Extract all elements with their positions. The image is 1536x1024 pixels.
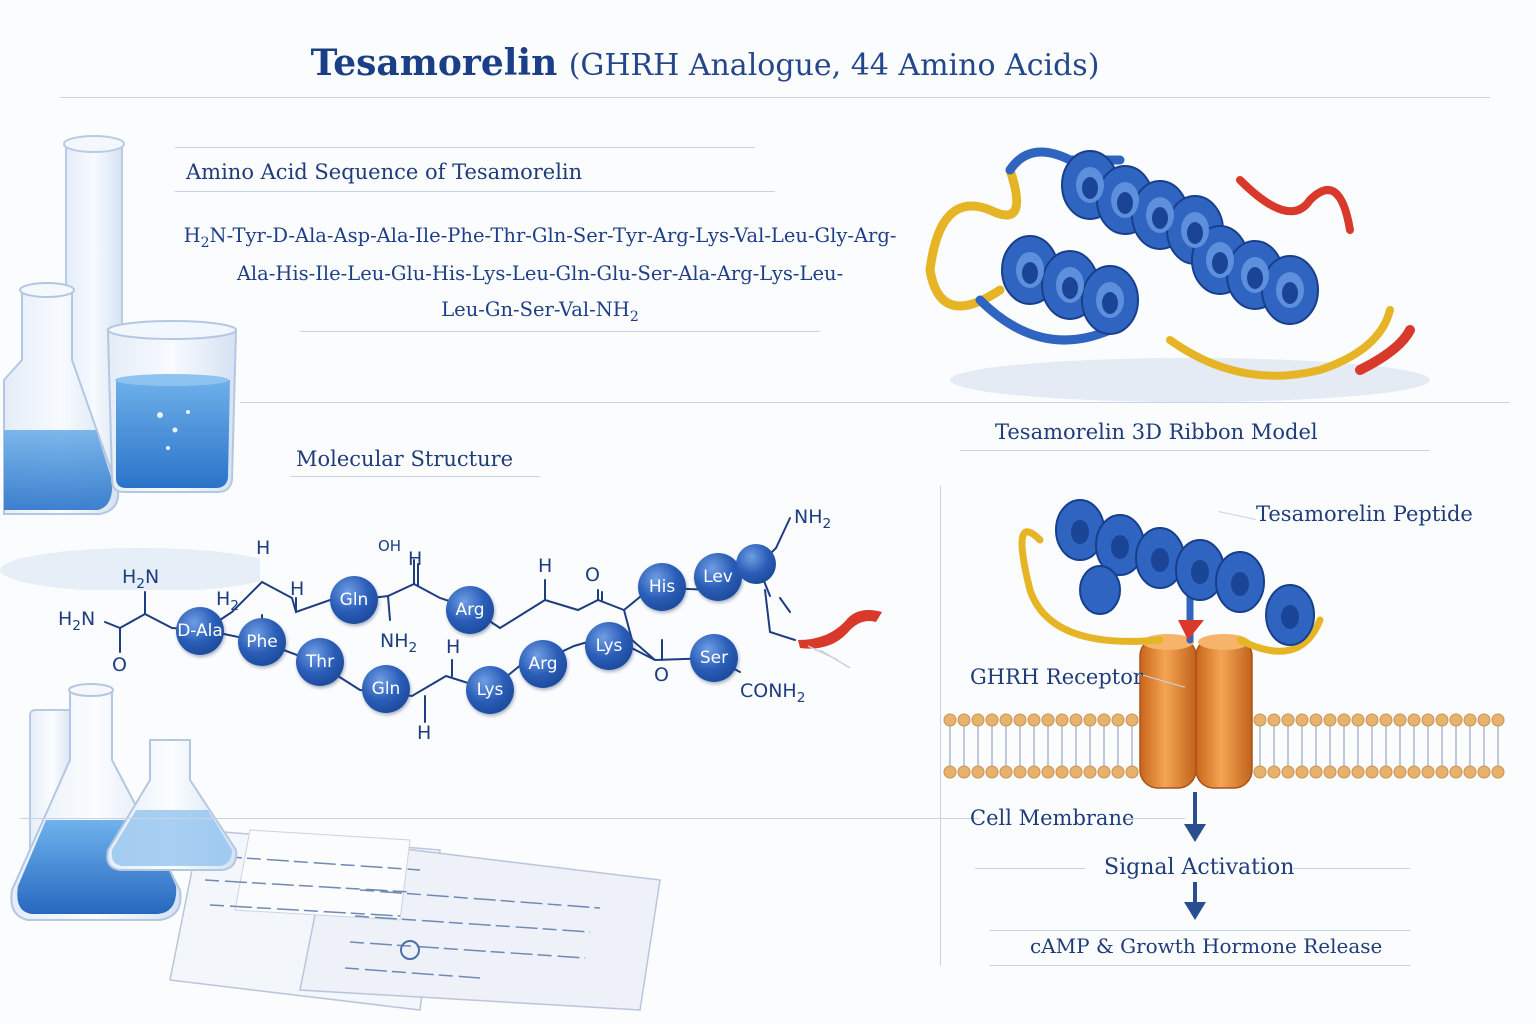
residue-node: Phe	[238, 618, 286, 666]
residue-node: Lys	[585, 622, 633, 670]
peptide-label: Tesamorelin Peptide	[1256, 502, 1473, 526]
atom-nh2-top: NH2	[794, 506, 832, 532]
sequence-line-3-text: Leu-Gn-Ser-Val-	[441, 298, 596, 321]
flasks-and-notes-illustration	[0, 680, 680, 1020]
arrow-down-icon	[1180, 790, 1210, 846]
molecular-heading: Molecular Structure	[296, 447, 514, 471]
title-divider	[60, 97, 1490, 98]
sequence-h2n-prefix: H	[183, 224, 201, 247]
signal-label: Signal Activation	[1104, 855, 1295, 880]
atom-h-c: H	[408, 548, 423, 570]
residue-node: Gln	[330, 576, 378, 624]
sequence-h2n-sub: 2	[200, 234, 210, 251]
sequence-bottom-rule	[300, 331, 820, 332]
ribbon-caption-rule	[960, 450, 1430, 451]
section-divider-lower	[20, 818, 980, 819]
sequence-top-rule	[175, 147, 755, 148]
atom-h-e: H	[538, 555, 553, 577]
atom-h2-a: H2	[216, 588, 239, 614]
lab-glassware-illustration	[0, 130, 260, 590]
residue-node: Thr	[296, 638, 344, 686]
molecular-heading-rule	[290, 476, 540, 477]
receptor-membrane-illustration	[940, 470, 1520, 800]
arrow-down-icon	[1180, 880, 1210, 922]
sequence-heading: Amino Acid Sequence of Tesamorelin	[186, 160, 583, 184]
residue-node: Arg	[446, 586, 494, 634]
residue-node: Lys	[466, 666, 514, 714]
atom-o-top: O	[585, 564, 600, 586]
membrane-label: Cell Membrane	[970, 806, 1135, 830]
sequence-line-2: Ala-His-Ile-Leu-Glu-His-Lys-Leu-Gln-Glu-…	[236, 262, 844, 285]
atom-h-b: H	[290, 578, 305, 600]
atom-h-a: H	[256, 537, 271, 559]
residue-node: His	[638, 563, 686, 611]
sequence-nh2-sub: 2	[629, 308, 639, 325]
atom-oh: OH	[378, 537, 402, 555]
signal-rule-left	[975, 868, 1085, 869]
residue-node: Lev	[694, 553, 742, 601]
atom-nh2-mid: NH2	[380, 630, 418, 656]
sequence-heading-rule	[175, 191, 775, 192]
residue-node: D-Ala	[176, 607, 224, 655]
section-divider-upper	[240, 402, 1510, 403]
ribbon-caption: Tesamorelin 3D Ribbon Model	[995, 420, 1318, 444]
membrane-leader-line	[1125, 818, 1185, 819]
terminal-atom-node	[736, 544, 776, 584]
atom-h2n-top: H2N	[122, 566, 160, 592]
release-top-rule	[990, 930, 1410, 931]
signal-rule-right	[1292, 868, 1410, 869]
sequence-line-1: H2N-Tyr-D-Ala-Asp-Ala-Ile-Phe-Thr-Gln-Se…	[130, 224, 950, 251]
receptor-label: GHRH Receptor	[970, 665, 1143, 689]
residue-node: Gln	[362, 665, 410, 713]
sequence-line-1-text: N-Tyr-D-Ala-Asp-Ala-Ile-Phe-Thr-Gln-Ser-…	[209, 224, 897, 247]
atom-conh2: CONH2	[740, 680, 806, 706]
release-bottom-rule	[990, 965, 1410, 966]
title-subtitle: (GHRH Analogue, 44 Amino Acids)	[568, 48, 1100, 83]
atom-h2n-left: H2N	[58, 608, 96, 634]
atom-h-f: H	[417, 722, 432, 744]
sequence-line-3: Leu-Gn-Ser-Val-NH2	[130, 298, 950, 325]
page-title: Tesamorelin (GHRH Analogue, 44 Amino Aci…	[0, 42, 1410, 84]
atom-o-ring: O	[654, 664, 669, 686]
atom-o-left: O	[112, 654, 127, 676]
release-label: cAMP & Growth Hormone Release	[1030, 934, 1383, 958]
residue-node: Arg	[519, 640, 567, 688]
sequence-nh2-end: NH	[595, 298, 630, 321]
atom-h-d: H	[446, 636, 461, 658]
panel-vertical-divider	[940, 486, 941, 966]
title-main: Tesamorelin	[310, 42, 558, 84]
ribbon-model-illustration	[920, 130, 1440, 410]
residue-node: Ser	[690, 634, 738, 682]
